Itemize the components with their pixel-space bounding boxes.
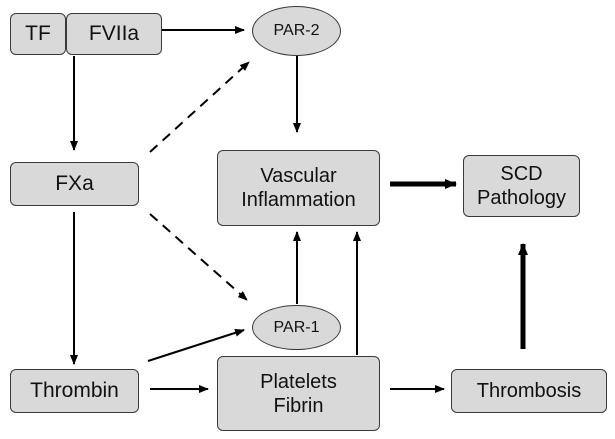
par1-node: PAR-1 xyxy=(252,305,341,350)
fxa-box: FXa xyxy=(10,162,139,206)
scd-pathology-box: SCD Pathology xyxy=(463,155,580,217)
arrow-fxa-to-par1-dashed xyxy=(149,213,248,301)
tf-box: TF xyxy=(10,13,66,55)
fviia-box: FVIIa xyxy=(66,13,162,55)
arrow-thrombin-to-par1 xyxy=(147,328,245,362)
thrombin-box: Thrombin xyxy=(10,369,139,413)
arrow-fxa-to-par2-dashed xyxy=(149,61,250,153)
thrombosis-box: Thrombosis xyxy=(451,369,607,413)
par2-node: PAR-2 xyxy=(252,6,341,56)
platelets-fibrin-box: Platelets Fibrin xyxy=(217,356,380,431)
vascular-inflammation-box: Vascular Inflammation xyxy=(217,150,380,226)
